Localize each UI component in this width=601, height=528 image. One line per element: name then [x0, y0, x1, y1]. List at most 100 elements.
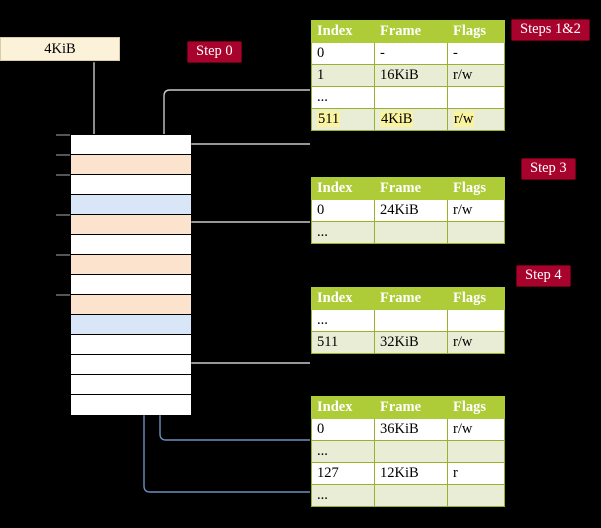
table-row: ...	[311, 440, 505, 463]
table-row: ...	[311, 484, 505, 507]
link-table2-24kib-to-memory	[174, 221, 310, 292]
column-header-frame: Frame	[374, 177, 448, 200]
memory-cell	[71, 155, 191, 175]
cell-flags: r/w	[447, 331, 505, 354]
cell-index: 511	[311, 108, 375, 131]
memory-cell	[71, 375, 191, 395]
cell-frame	[374, 221, 448, 244]
cell-flags: r/w	[447, 199, 505, 222]
cell-index: ...	[311, 86, 375, 109]
cell-flags	[447, 309, 505, 332]
badge-step-3: Step 3	[521, 158, 576, 180]
cell-index: 0	[311, 42, 375, 65]
badge-steps-1-2: Steps 1&2	[511, 19, 590, 41]
cell-index: 511	[311, 331, 375, 354]
memory-cell	[71, 255, 191, 275]
column-header-flags: Flags	[447, 396, 505, 419]
memory-cell	[71, 175, 191, 195]
cell-flags: -	[447, 42, 505, 65]
highlighted-value: 4KiB	[380, 111, 414, 127]
link-table3-32kib-to-memory	[171, 314, 310, 364]
cell-flags: r/w	[447, 418, 505, 441]
cell-frame	[374, 86, 448, 109]
column-header-flags: Flags	[447, 177, 505, 200]
cell-frame	[374, 440, 448, 463]
column-header-frame: Frame	[374, 287, 448, 310]
table-row: ...	[311, 309, 505, 332]
cell-index: ...	[311, 440, 375, 463]
cell-frame: 4KiB	[374, 108, 448, 131]
memory-tick-mark	[56, 174, 70, 176]
cell-frame: 32KiB	[374, 331, 448, 354]
badge-step-0: Step 0	[187, 41, 242, 63]
cell-flags	[447, 86, 505, 109]
memory-tick-mark	[56, 154, 70, 156]
memory-cell	[71, 195, 191, 215]
column-header-index: Index	[311, 20, 375, 43]
table-row: 0--	[311, 42, 505, 65]
physical-memory-column	[70, 134, 191, 415]
memory-cell	[71, 355, 191, 375]
memory-tick-mark	[56, 254, 70, 256]
memory-tick-mark	[56, 214, 70, 216]
cell-index: ...	[311, 221, 375, 244]
cell-flags	[447, 221, 505, 244]
cell-frame: -	[374, 42, 448, 65]
cell-flags: r/w	[447, 64, 505, 87]
cell-index: 0	[311, 418, 375, 441]
cell-frame: 16KiB	[374, 64, 448, 87]
highlighted-value: r/w	[453, 111, 475, 127]
highlighted-value: 511	[317, 111, 341, 127]
column-header-flags: Flags	[447, 20, 505, 43]
badge-step-3-label: Step 3	[530, 160, 567, 176]
cell-flags	[447, 484, 505, 507]
cell-frame: 12KiB	[374, 462, 448, 485]
memory-cell	[71, 235, 191, 255]
memory-cell	[71, 295, 191, 315]
cell-index: 0	[311, 199, 375, 222]
badge-step-4: Step 4	[516, 265, 571, 287]
cell-index: 127	[311, 462, 375, 485]
cell-flags	[447, 440, 505, 463]
memory-cell	[71, 135, 191, 155]
memory-cell	[71, 335, 191, 355]
column-header-index: Index	[311, 177, 375, 200]
cell-frame: 24KiB	[374, 199, 448, 222]
cell-index: ...	[311, 309, 375, 332]
badge-steps-1-2-label: Steps 1&2	[520, 21, 581, 37]
column-header-flags: Flags	[447, 287, 505, 310]
cell-frame: 36KiB	[374, 418, 448, 441]
table-row: ...	[311, 221, 505, 244]
cell-index: 1	[311, 64, 375, 87]
table-row: 511 4KiB r/w	[311, 108, 505, 131]
memory-tick-mark	[56, 294, 70, 296]
column-header-frame: Frame	[374, 396, 448, 419]
cell-index: ...	[311, 484, 375, 507]
memory-cell	[71, 215, 191, 235]
column-header-frame: Frame	[374, 20, 448, 43]
memory-cell	[71, 395, 191, 415]
cell-frame	[374, 484, 448, 507]
memory-cell	[71, 315, 191, 335]
memory-cell	[71, 275, 191, 295]
column-header-index: Index	[311, 396, 375, 419]
source-frame-box: 4KiB	[0, 37, 120, 61]
column-header-index: Index	[311, 287, 375, 310]
memory-tick-mark	[56, 134, 70, 136]
badge-step-0-label: Step 0	[196, 43, 233, 59]
cell-flags: r	[447, 462, 505, 485]
